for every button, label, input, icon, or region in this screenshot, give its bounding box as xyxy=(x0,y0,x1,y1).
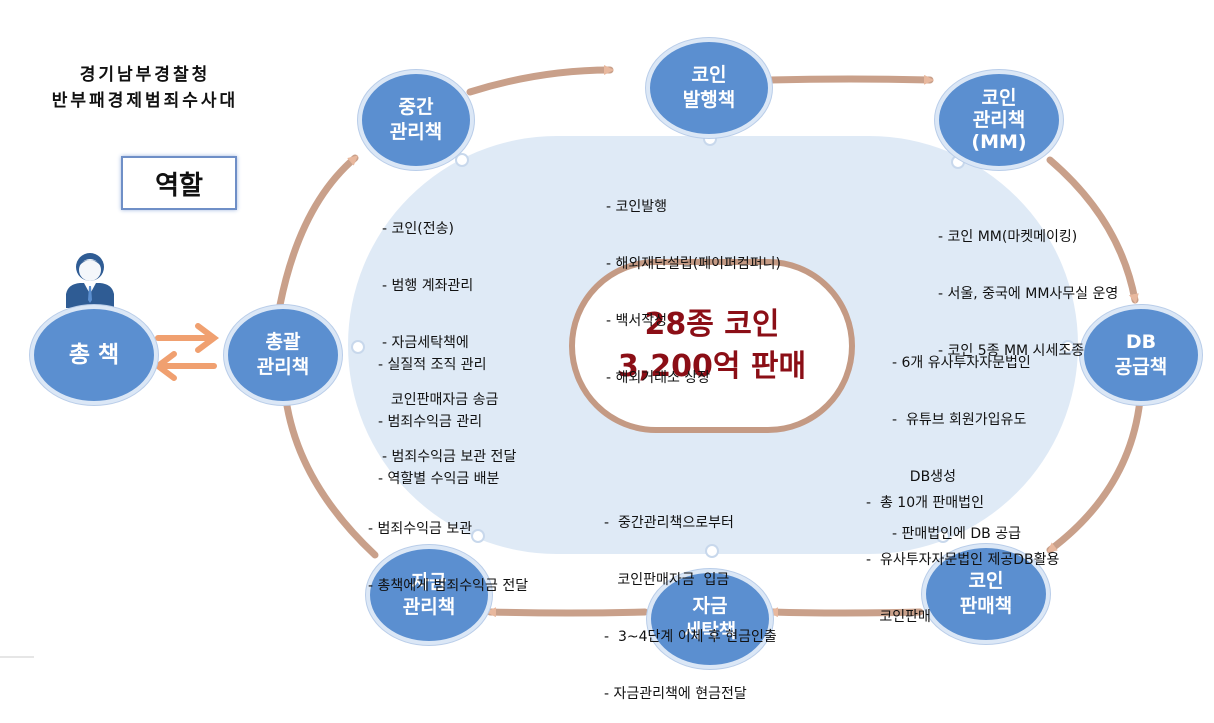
node-fund-manager: 자금 관리책 xyxy=(366,545,492,645)
list-item: - 역할별 수익금 배분 xyxy=(378,471,500,487)
list-item: 코인판매자금 입금 xyxy=(604,572,730,588)
role-title: 역할 xyxy=(155,170,203,201)
desc-middle-manager: - 코인(전송) - 범행 계좌관리 - 자금세탁책에 코인판매자금 송금 - … xyxy=(382,182,516,486)
cycle-diagram xyxy=(0,65,1144,658)
desc-coin-issuer: - 코인발행 - 해외재단설립(페이퍼컴퍼니) - 백서작성 - 해외거래소 상… xyxy=(606,160,781,407)
list-item: - 해외거래소 상장 xyxy=(606,370,711,386)
list-item: - 총책에게 범죄수익금 전달 xyxy=(368,578,529,594)
node-coin-seller: 코인 판매책 xyxy=(922,544,1050,644)
node-db-supplier: DB 공급책 xyxy=(1080,305,1202,405)
list-item: 코인판매자금 송금 xyxy=(382,392,499,408)
list-item: - 범행 계좌관리 xyxy=(382,278,474,294)
agency-line-2: 반부패경제범죄수사대 xyxy=(51,91,239,111)
list-item: - 범죄수익금 보관 전달 xyxy=(382,449,517,465)
list-item: - 코인(전송) xyxy=(382,221,454,237)
role-title-box: 역할 xyxy=(121,156,237,210)
list-item: 코인판매 xyxy=(866,609,931,625)
list-item: - 실질적 조직 관리 xyxy=(378,357,487,373)
list-item: - 총 10개 판매법인 xyxy=(866,495,984,511)
list-item: - 범죄수익금 보관 xyxy=(368,521,473,537)
list-item: - 중간관리책으로부터 xyxy=(604,515,734,531)
list-item: - 코인발행 xyxy=(606,199,668,215)
agency-name: 경기남부경찰청 반부패경제범죄수사대 xyxy=(30,62,260,114)
center-summary: 28종 코인 3,200억 판매 xyxy=(617,307,807,384)
list-item: - 서울, 중국에 MM사무실 운영 xyxy=(938,286,1119,302)
desc-coin-manager-mm: - 코인 MM(마켓메이킹) - 서울, 중국에 MM사무실 운영 - 코인 5… xyxy=(938,190,1118,380)
node-coin-issuer: 코인 발행책 xyxy=(646,38,772,138)
list-item: - 3~4단계 이체 후 현금인출 xyxy=(604,629,777,645)
node-general-manager: 총괄 관리책 xyxy=(224,305,342,405)
connector-dots xyxy=(351,132,1075,558)
businessman-icon xyxy=(66,253,114,308)
agency-line-1: 경기남부경찰청 xyxy=(79,65,211,85)
flow-arrows xyxy=(276,65,1144,618)
list-item: - 자금관리책에 현금전달 xyxy=(604,686,747,702)
list-item: - 자금세탁책에 xyxy=(382,335,469,351)
list-item: - 유튜브 회원가입유도 xyxy=(892,412,1027,428)
desc-coin-seller: - 총 10개 판매법인 - 유사투자자문법인 제공DB활용 코인판매 xyxy=(866,456,1059,646)
list-item: - 유사투자자문법인 제공DB활용 xyxy=(866,552,1060,568)
list-item: DB생성 xyxy=(892,469,956,485)
list-item: - 코인 5종 MM 시세조종 xyxy=(938,343,1085,359)
desc-general-manager: - 실질적 조직 관리 - 범죄수익금 관리 - 역할별 수익금 배분 xyxy=(378,318,499,508)
desc-db-supplier: - 6개 유사투자자문법인 - 유튜브 회원가입유도 DB생성 - 판매법인에 … xyxy=(892,316,1031,563)
center-ring xyxy=(569,259,855,433)
node-middle-manager: 중간 관리책 xyxy=(358,70,474,170)
node-coin-manager-mm: 코인 관리책 (MM) xyxy=(935,70,1063,170)
list-item: - 범죄수익금 관리 xyxy=(378,414,483,430)
list-item: - 판매법인에 DB 공급 xyxy=(892,526,1021,542)
desc-money-laundering: - 중간관리책으로부터 코인판매자금 입금 - 3~4단계 이체 후 현금인출 … xyxy=(604,476,777,723)
node-boss: 총 책 xyxy=(30,305,158,405)
boss-exchange-arrows xyxy=(153,323,219,381)
list-item: - 코인 MM(마켓메이킹) xyxy=(938,229,1078,245)
desc-fund-manager: - 범죄수익금 보관 - 총책에게 범죄수익금 전달 xyxy=(368,482,528,615)
list-item: - 백서작성 xyxy=(606,313,668,329)
list-item: - 6개 유사투자자문법인 xyxy=(892,355,1031,371)
list-item: - 해외재단설립(페이퍼컴퍼니) xyxy=(606,256,781,272)
node-money-laundering: 자금 세탁책 xyxy=(647,569,773,669)
